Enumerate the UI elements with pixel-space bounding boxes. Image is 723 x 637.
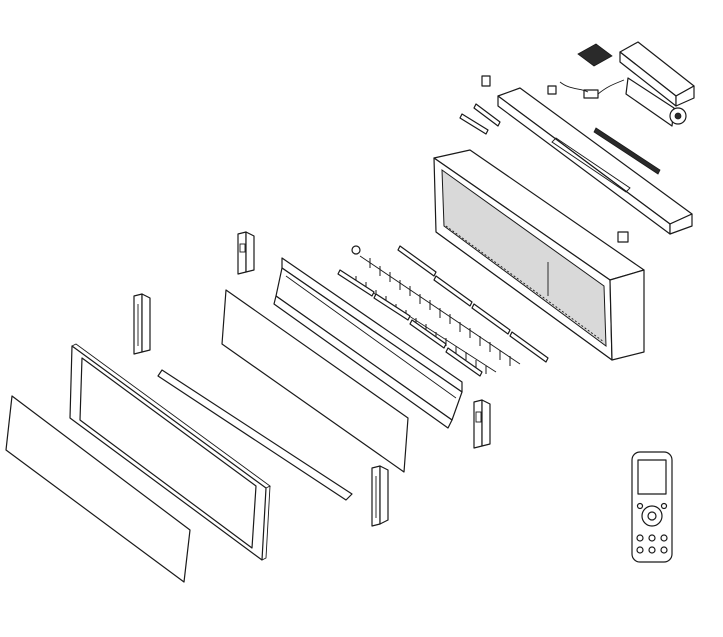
control-board bbox=[547, 79, 625, 99]
ember-bed-brackets bbox=[337, 245, 549, 377]
trim-strip bbox=[157, 369, 353, 501]
side-bracket-right-lower bbox=[371, 465, 389, 527]
main-housing bbox=[433, 149, 645, 361]
front-glass-panel bbox=[5, 395, 191, 583]
remote-control[interactable] bbox=[631, 451, 673, 563]
side-bracket-left-upper bbox=[237, 231, 255, 275]
side-bracket-right-mid bbox=[473, 399, 491, 449]
vent-grille bbox=[577, 43, 613, 67]
heater-fan-module bbox=[619, 41, 695, 127]
wire-connectors bbox=[459, 75, 501, 135]
rear-glass-panel bbox=[221, 289, 409, 473]
side-bracket-left-lower bbox=[133, 293, 151, 355]
top-trim-channel bbox=[273, 257, 463, 429]
front-frame bbox=[69, 343, 271, 561]
small-clip bbox=[617, 231, 629, 243]
top-control-chassis bbox=[497, 87, 693, 235]
